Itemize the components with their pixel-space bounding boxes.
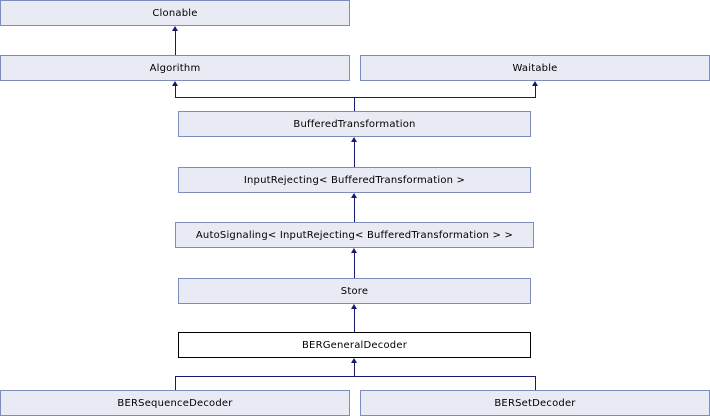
node-label-waitable: Waitable — [512, 62, 558, 74]
edge-store-to-autosignaling — [354, 253, 355, 278]
arrowhead-waitable — [532, 81, 538, 86]
node-label-buffered-transformation: BufferedTransformation — [293, 118, 416, 130]
node-label-auto-signaling: AutoSignaling< InputRejecting< BufferedT… — [195, 229, 514, 241]
node-ber-general-decoder[interactable]: BERGeneralDecoder — [178, 332, 531, 358]
node-ber-sequence-decoder[interactable]: BERSequenceDecoder — [0, 390, 350, 416]
edge-stem-to-buffered — [354, 97, 355, 111]
edge-bar-children-bottom — [175, 376, 536, 377]
edge-buffered-to-algorithm — [175, 86, 176, 98]
node-label-input-rejecting: InputRejecting< BufferedTransformation > — [243, 174, 466, 186]
node-label-ber-general-decoder: BERGeneralDecoder — [301, 339, 408, 351]
node-label-ber-set-decoder: BERSetDecoder — [494, 397, 576, 409]
node-waitable[interactable]: Waitable — [360, 55, 710, 81]
edge-bergeneral-to-store — [354, 309, 355, 332]
edge-inputrejecting-to-buffered — [354, 142, 355, 167]
node-store[interactable]: Store — [178, 278, 531, 304]
edge-bar-to-bersetdecoder — [535, 376, 536, 390]
edge-autosignaling-to-inputrejecting — [354, 198, 355, 222]
node-auto-signaling[interactable]: AutoSignaling< InputRejecting< BufferedT… — [175, 222, 534, 248]
node-buffered-transformation[interactable]: BufferedTransformation — [178, 111, 531, 137]
edge-algorithm-to-clonable — [175, 31, 176, 55]
arrowhead-algorithm — [172, 81, 178, 86]
edge-bar-parents-top — [175, 97, 536, 98]
edge-stem-to-bergeneral — [354, 363, 355, 377]
node-clonable[interactable]: Clonable — [0, 0, 350, 26]
arrowhead-clonable — [172, 26, 178, 31]
arrowhead-auto-signaling — [351, 248, 357, 253]
node-label-clonable: Clonable — [152, 7, 198, 19]
node-input-rejecting[interactable]: InputRejecting< BufferedTransformation > — [178, 167, 531, 193]
node-algorithm[interactable]: Algorithm — [0, 55, 350, 81]
arrowhead-input-rejecting — [351, 193, 357, 198]
node-label-store: Store — [340, 285, 369, 297]
node-label-algorithm: Algorithm — [149, 62, 201, 74]
edge-bar-to-bersequencedecoder — [175, 376, 176, 390]
edge-buffered-to-waitable — [535, 86, 536, 98]
arrowhead-buffered-transformation — [351, 137, 357, 142]
node-label-ber-sequence-decoder: BERSequenceDecoder — [117, 397, 233, 409]
arrowhead-ber-general-decoder — [351, 358, 357, 363]
arrowhead-store — [351, 304, 357, 309]
node-ber-set-decoder[interactable]: BERSetDecoder — [360, 390, 710, 416]
